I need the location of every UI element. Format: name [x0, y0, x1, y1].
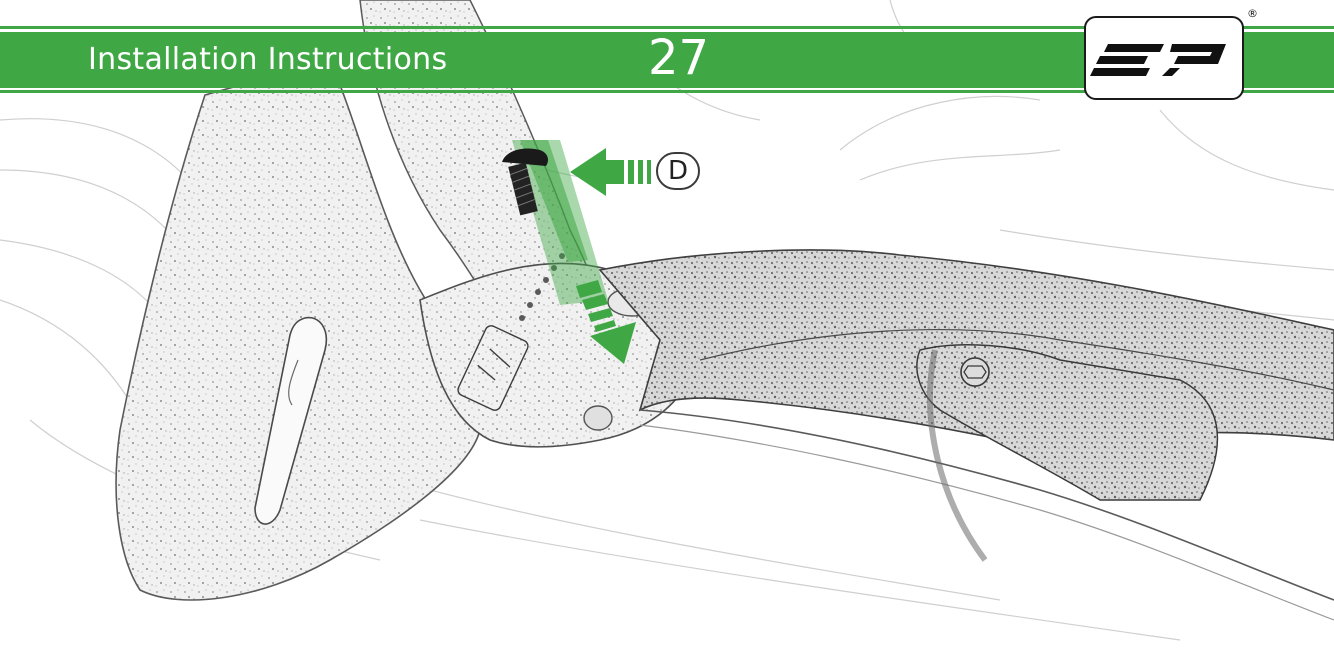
registered-mark: ® [1247, 8, 1258, 20]
mount-hole-bottom [584, 406, 612, 430]
header-rule-bottom [0, 90, 1098, 93]
header-rule-top [0, 26, 1098, 29]
rail-lower-edge [640, 410, 1334, 600]
ep-logo-icon [1086, 18, 1242, 98]
page-title: Installation Instructions [88, 40, 447, 80]
arrow-left-icon [570, 148, 651, 196]
brand-logo [1084, 16, 1244, 100]
callout-label-d: D [656, 152, 700, 190]
page-number: 27 [648, 28, 709, 88]
hex-bolt [961, 358, 989, 386]
